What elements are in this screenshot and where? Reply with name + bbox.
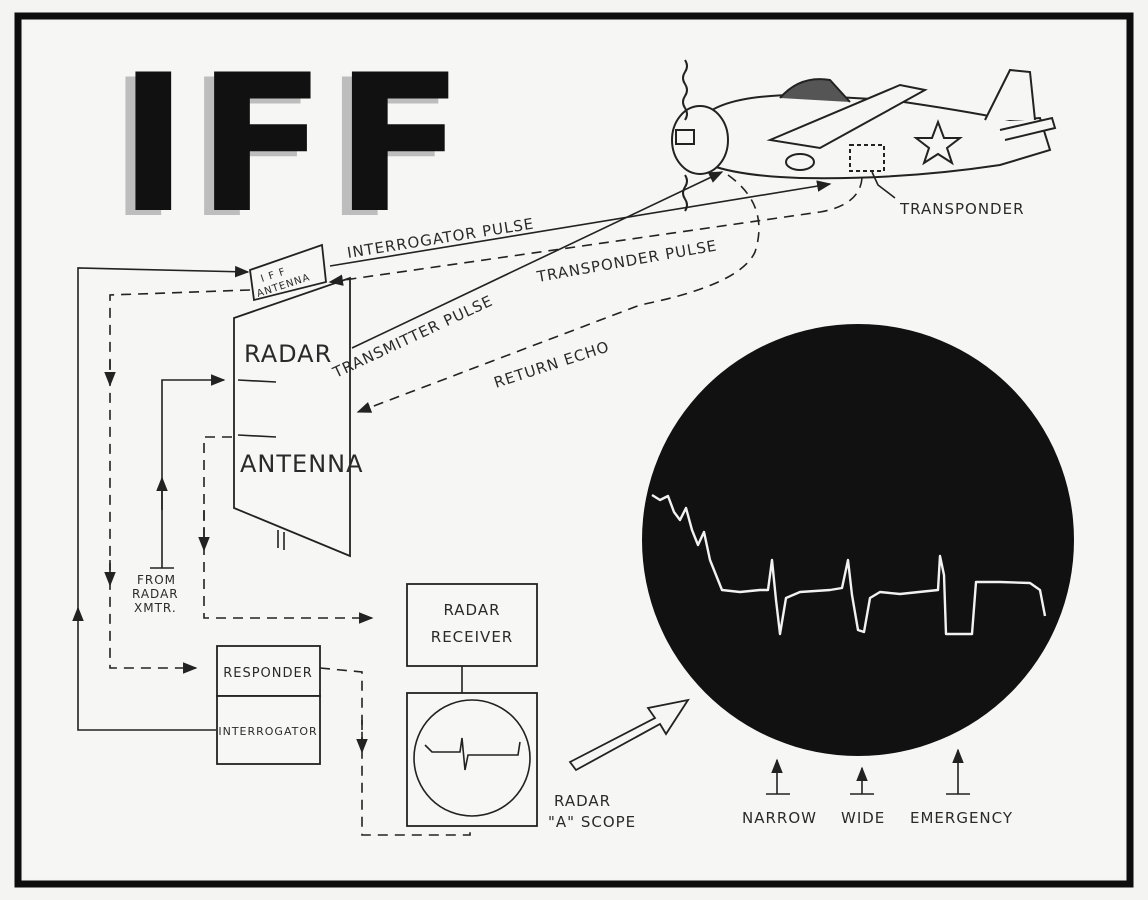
narrow-label: NARROW <box>742 809 817 827</box>
wheel-well <box>785 153 815 171</box>
iff-title: IFF IFF <box>108 34 472 260</box>
spinner <box>675 129 695 145</box>
interrogator-box <box>216 695 321 765</box>
radar-receiver-label-2: RECEIVER <box>431 628 513 646</box>
magnify-arrow-icon <box>568 698 690 772</box>
interrogator-to-antenna-line <box>77 265 250 731</box>
page-title: IFF <box>118 34 472 255</box>
wing <box>766 83 928 150</box>
a-scope-box <box>406 692 538 827</box>
interrogator-label: INTERROGATOR <box>218 725 317 738</box>
a-scope-label-1: RADAR <box>554 792 611 810</box>
xmtr-label: XMTR. <box>134 601 177 615</box>
scope-trace <box>651 493 1047 636</box>
pulse-markers <box>766 748 970 795</box>
scope-photo <box>642 324 1074 756</box>
aircraft-illustration <box>671 59 1057 212</box>
iff-antenna-box <box>249 243 327 302</box>
star-insignia-icon <box>913 119 963 166</box>
radar-receiver-label-1: RADAR <box>443 601 500 619</box>
antenna-tick-1 <box>237 379 277 383</box>
transponder-label: TRANSPONDER <box>899 200 1025 218</box>
propeller-blur <box>682 59 688 121</box>
responder-box <box>216 645 321 697</box>
radar-antenna-panel <box>233 276 351 558</box>
antenna-to-responder-line <box>109 289 251 674</box>
title-shadow: IFF <box>108 39 462 260</box>
interrogator-pulse-line <box>329 180 832 267</box>
picture-frame <box>14 12 1134 888</box>
antenna-label: ANTENNA <box>240 450 364 478</box>
a-scope-screen <box>413 699 531 817</box>
cowling <box>671 105 729 175</box>
antenna-to-receiver-line <box>203 436 374 624</box>
propeller-blur-lower <box>682 174 688 212</box>
transponder-leader <box>871 171 896 199</box>
radar-label: RADAR <box>244 340 332 368</box>
return-echo-line <box>356 174 760 413</box>
transponder-pulse-line <box>328 177 863 286</box>
canopy <box>779 78 851 103</box>
radar-receiver-box <box>406 583 538 667</box>
transponder-box <box>849 144 885 172</box>
tail-plane <box>999 116 1057 141</box>
responder-label: RESPONDER <box>223 666 313 681</box>
wide-label: WIDE <box>841 809 885 827</box>
a-scope-trace <box>424 737 521 771</box>
a-scope-label-2: "A" SCOPE <box>548 813 636 831</box>
from-label: FROM <box>137 573 176 587</box>
antenna-tick-2 <box>237 434 277 438</box>
emergency-label: EMERGENCY <box>910 809 1013 827</box>
tail-fin <box>984 68 1036 121</box>
transmitter-pulse-line <box>351 171 724 349</box>
from-radar-label: RADAR <box>132 587 179 601</box>
